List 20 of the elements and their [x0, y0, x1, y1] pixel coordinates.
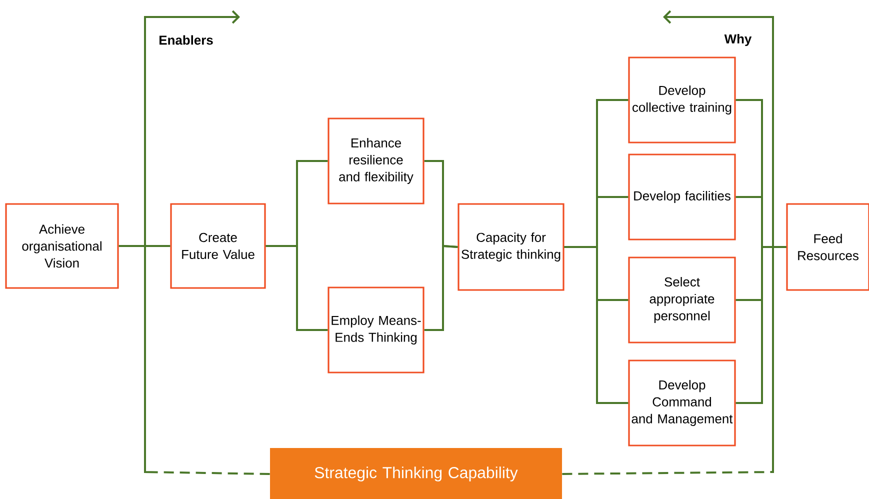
connector-line	[118, 245, 170, 247]
capability-banner: Strategic Thinking Capability	[270, 448, 562, 499]
process-box: Achieve organisational Vision	[5, 203, 119, 289]
process-box: Feed Resources	[786, 203, 869, 291]
connector-line	[564, 246, 628, 404]
connector-line	[424, 244, 458, 331]
arrow	[562, 10, 774, 475]
connector-line	[736, 246, 786, 404]
process-box: Employ Means-Ends Thinking	[328, 286, 424, 374]
process-box: Develop collective training	[628, 56, 736, 144]
process-box: Develop Command and Management	[628, 360, 736, 446]
process-box: Enhance resilience and flexibility	[328, 118, 424, 204]
process-box: Capacity for Strategic thinking	[458, 203, 564, 291]
process-box: Develop facilities	[628, 154, 736, 240]
process-box: Create Future Value	[170, 203, 266, 289]
arrow	[144, 10, 270, 475]
process-box: Select appropriate personnel	[628, 256, 736, 344]
edge-label: Why	[723, 32, 753, 48]
edge-label: Enablers	[158, 34, 214, 46]
connector-line	[266, 245, 328, 331]
